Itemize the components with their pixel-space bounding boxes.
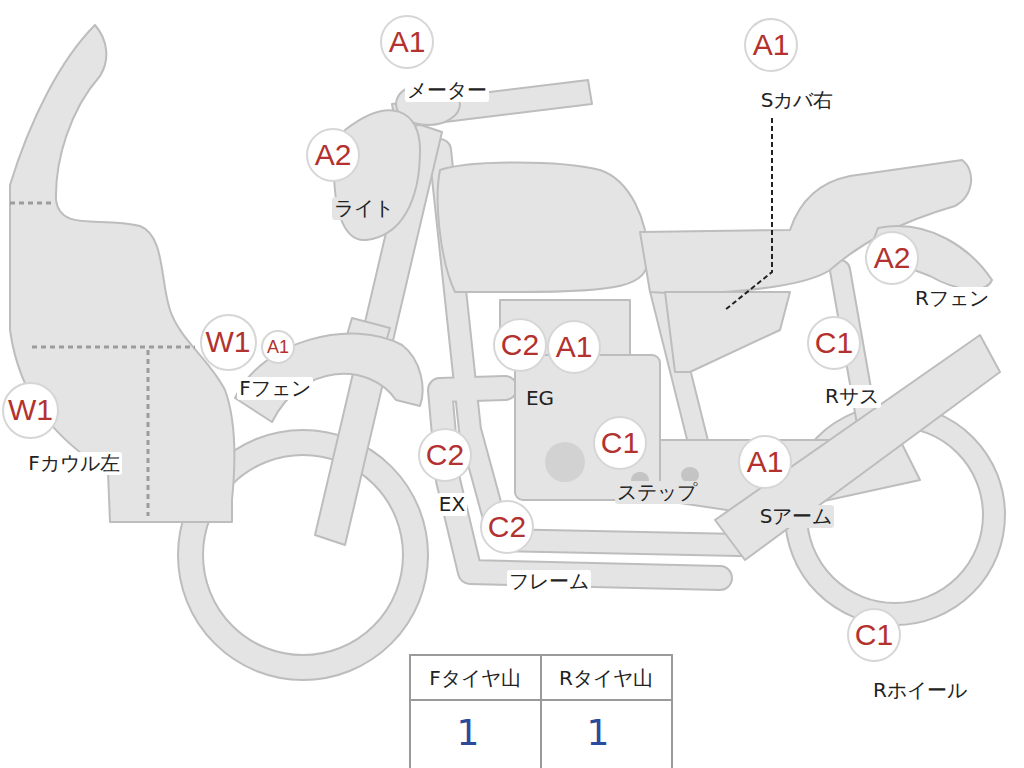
damage-badge: W1 (2, 382, 59, 439)
part-name: ステップ (615, 481, 699, 504)
damage-code: A1 (753, 30, 790, 60)
damage-badge: A1 (261, 330, 295, 364)
damage-badge: A1 (744, 18, 798, 72)
damage-badge: C1 (593, 416, 647, 470)
part-name: ライト (332, 197, 396, 220)
damage-badge: C1 (807, 316, 861, 370)
damage-code: W1 (206, 327, 251, 357)
damage-badge: C2 (418, 428, 472, 482)
damage-code: A1 (747, 447, 784, 477)
part-name: EX (437, 493, 467, 516)
damage-badge: A1 (380, 15, 434, 69)
damage-badge: C2 (480, 500, 534, 554)
part-name: Sアーム (758, 505, 835, 528)
damage-badge: A2 (306, 128, 360, 182)
damage-badge: A1 (547, 320, 601, 374)
part-name: Rフェン (913, 287, 991, 310)
damage-badge: C1 (847, 608, 901, 662)
part-name: メーター (405, 79, 489, 102)
part-name: フレーム (507, 570, 591, 593)
part-name: Fカウル左 (26, 452, 122, 475)
part-name: Sカバ右 (759, 89, 836, 112)
damage-code: A1 (389, 27, 426, 57)
table-value: 1 (455, 712, 482, 753)
damage-code: A1 (267, 338, 289, 356)
damage-badge: A1 (738, 435, 792, 489)
damage-code: W1 (8, 395, 53, 425)
damage-code: C1 (855, 620, 893, 650)
damage-code: C2 (488, 512, 526, 542)
damage-code: C1 (601, 428, 639, 458)
leader-line (725, 118, 772, 310)
damage-badge: A2 (865, 231, 919, 285)
damage-badge: C2 (493, 318, 547, 372)
damage-code: C2 (426, 440, 464, 470)
part-name: Fフェン (237, 377, 313, 400)
part-name: Rサス (823, 385, 881, 408)
damage-code: A2 (874, 243, 911, 273)
damage-code: A1 (556, 332, 593, 362)
damage-code: C2 (501, 330, 539, 360)
damage-badge: W1 (200, 314, 257, 371)
table-value: 1 (585, 712, 612, 753)
table-header: Fタイヤ山 (427, 667, 523, 690)
table-header: Rタイヤ山 (557, 667, 655, 690)
tyre-table (410, 655, 672, 768)
part-name: Rホイール (871, 679, 969, 702)
damage-code: C1 (815, 328, 853, 358)
damage-code: A2 (315, 140, 352, 170)
part-name: EG (524, 387, 556, 410)
